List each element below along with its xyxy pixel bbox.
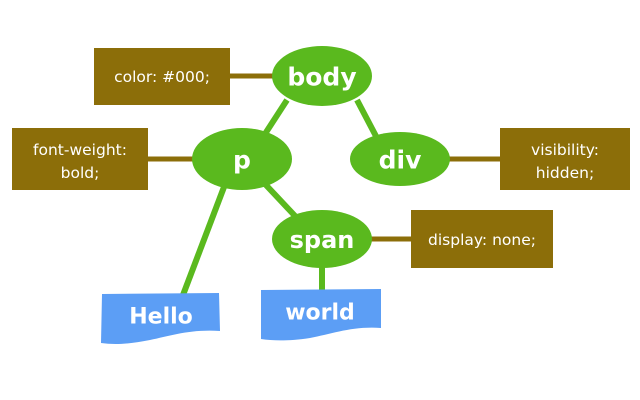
text-node-world-label: world <box>285 301 355 326</box>
property-box-color[interactable]: color: #000; <box>94 48 230 105</box>
property-box-font-weight[interactable]: font-weight: bold; <box>12 128 148 190</box>
element-node-body-shape <box>272 46 372 106</box>
property-box-font-weight-rect <box>12 128 148 190</box>
element-node-span[interactable]: span <box>272 210 372 268</box>
element-node-body-label: body <box>287 63 356 92</box>
edge-body-to-div <box>354 98 381 142</box>
element-node-div-shape <box>350 132 450 186</box>
element-node-p-label: p <box>233 146 251 175</box>
property-box-visibility-line-1: visibility: <box>531 141 599 159</box>
property-box-display[interactable]: display: none; <box>411 210 553 268</box>
text-node-world-shape <box>261 289 381 341</box>
property-box-visibility-line-2: hidden; <box>536 164 594 182</box>
property-box-display-line-1: display: none; <box>428 231 536 249</box>
text-node-hello[interactable]: Hello <box>101 293 220 344</box>
edge-p-to-hello <box>180 185 227 297</box>
element-node-div-label: div <box>379 146 422 175</box>
property-box-visibility-rect <box>500 128 630 190</box>
property-box-color-rect <box>94 48 230 105</box>
property-box-display-rect <box>411 210 553 268</box>
property-box-visibility[interactable]: visibility: hidden; <box>500 128 630 190</box>
text-node-hello-label: Hello <box>129 305 193 330</box>
element-node-div[interactable]: div <box>350 132 450 186</box>
text-node-world[interactable]: world <box>261 289 381 341</box>
edge-body-to-p <box>260 98 290 139</box>
element-node-p-shape <box>192 128 292 190</box>
element-node-p[interactable]: p <box>192 128 292 190</box>
tree-edges <box>180 98 381 297</box>
element-node-span-shape <box>272 210 372 268</box>
element-node-span-label: span <box>290 226 355 254</box>
property-box-font-weight-line-1: font-weight: <box>33 141 127 159</box>
element-node-body[interactable]: body <box>272 46 372 106</box>
property-box-font-weight-line-2: bold; <box>61 164 100 182</box>
edge-p-to-span <box>262 181 299 220</box>
text-node-hello-shape <box>101 293 220 344</box>
property-box-color-line-1: color: #000; <box>114 68 210 86</box>
